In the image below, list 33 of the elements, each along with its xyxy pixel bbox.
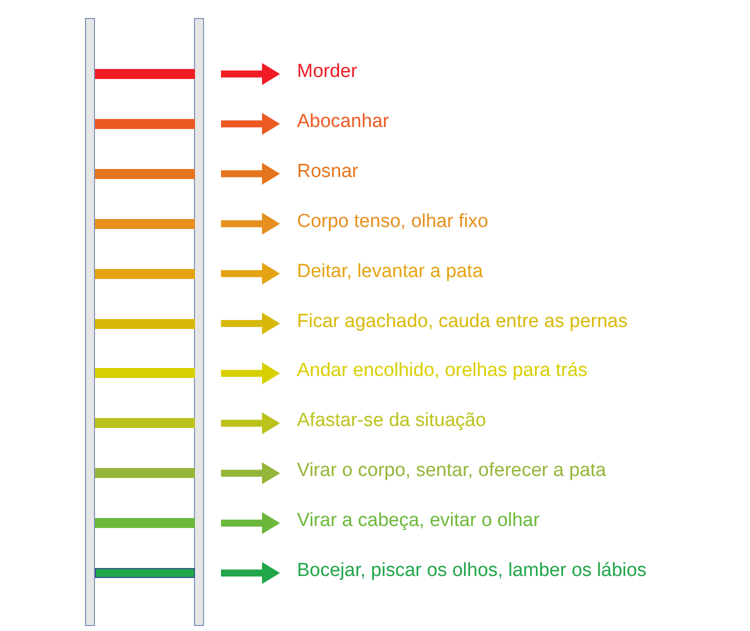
arrow	[221, 262, 280, 285]
ladder-rung	[95, 268, 195, 279]
behavior-label: Afastar-se da situação	[280, 409, 486, 434]
behavior-label: Corpo tenso, olhar fixo	[280, 210, 488, 234]
arrow	[221, 462, 280, 484]
ladder-rung	[95, 118, 195, 129]
arrow	[221, 312, 280, 334]
arrow	[221, 162, 280, 185]
behavior-label: Rosnar	[280, 160, 358, 184]
ladder-rung	[95, 69, 195, 79]
arrow	[221, 412, 280, 434]
behavior-label: Virar a cabeça, evitar o olhar	[280, 509, 540, 534]
arrow	[221, 362, 280, 384]
ladder-rung	[95, 518, 195, 528]
arrow	[221, 212, 280, 235]
arrow	[221, 562, 280, 584]
arrow	[221, 512, 280, 534]
ladder-rung	[95, 368, 195, 378]
behavior-label: Virar o corpo, sentar, oferecer a pata	[280, 459, 606, 484]
behavior-label: Abocanhar	[280, 110, 389, 134]
ladder-rung	[95, 568, 195, 578]
arrow	[221, 63, 280, 85]
ladder-rung	[95, 168, 195, 179]
ladder-rung	[95, 318, 195, 328]
ladder-rung	[95, 218, 195, 229]
arrow	[221, 112, 280, 135]
behavior-label: Ficar agachado, cauda entre as pernas	[280, 310, 628, 334]
behavior-label: Bocejar, piscar os olhos, lamber os lábios	[280, 559, 647, 583]
ladder-rung	[95, 418, 195, 428]
behavior-label: Andar encolhido, orelhas para trás	[280, 359, 588, 384]
ladder-rung	[95, 468, 195, 478]
behavior-label: Deitar, levantar a pata	[280, 260, 483, 284]
behavior-label: Morder	[280, 60, 358, 84]
